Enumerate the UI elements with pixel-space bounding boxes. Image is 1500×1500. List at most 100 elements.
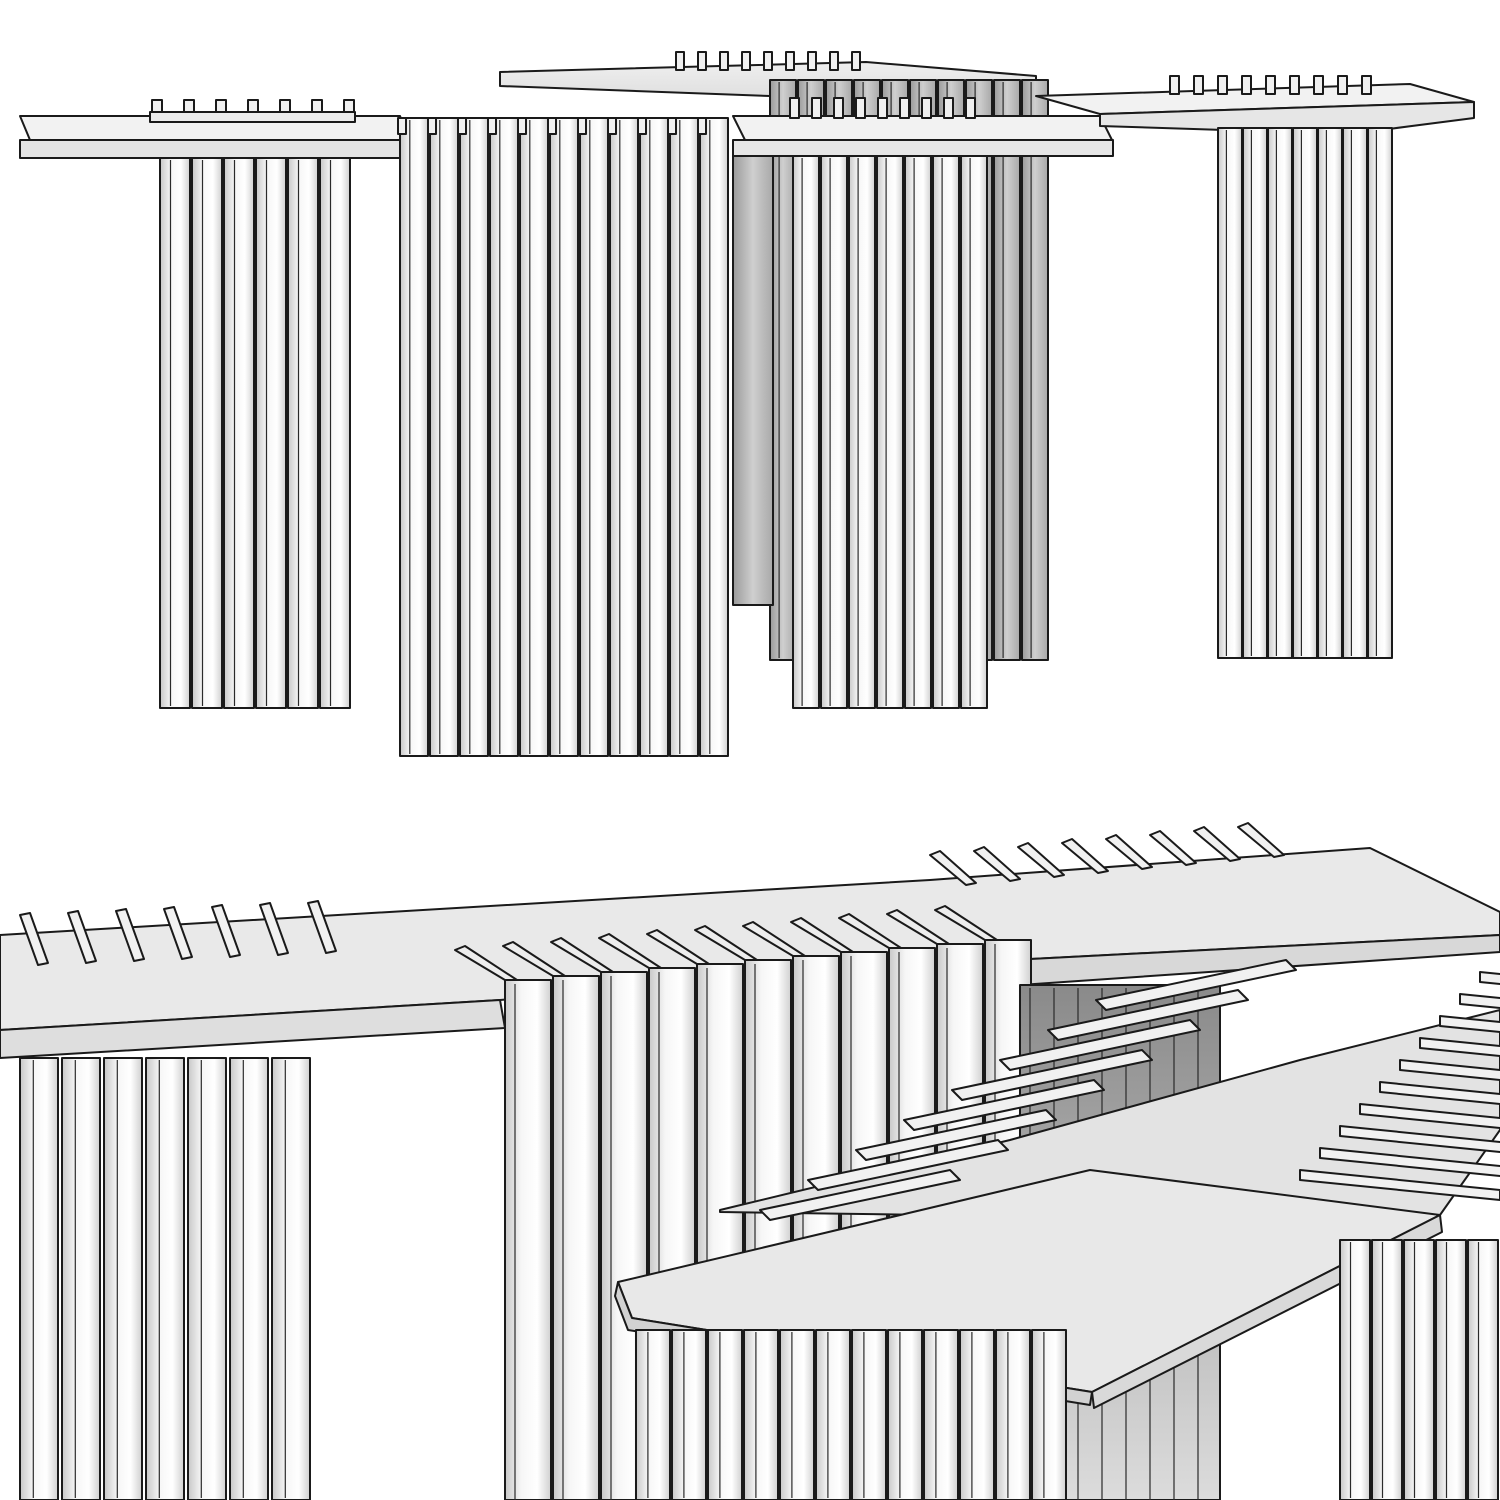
back-rib xyxy=(851,51,861,71)
mid-leg-slat xyxy=(904,155,932,709)
front-right-rib xyxy=(1339,1125,1500,1154)
close-up-leg-slat xyxy=(229,1057,269,1500)
panel-cap xyxy=(427,117,437,135)
front-right-leg-slat xyxy=(1339,1239,1371,1500)
left-table-leg xyxy=(159,157,351,709)
right-rib xyxy=(1241,75,1252,95)
close-up-left-ribs xyxy=(19,900,337,966)
front-rib xyxy=(855,1109,1057,1161)
panel-slat xyxy=(399,117,429,757)
panel-slat xyxy=(429,117,459,757)
close-up-leg-slat xyxy=(61,1057,101,1500)
front-leg-slat xyxy=(635,1329,671,1500)
front-leg-slat xyxy=(815,1329,851,1500)
mid-rib xyxy=(943,97,954,119)
front-right-leg-slat xyxy=(1403,1239,1435,1500)
front-leg-slat xyxy=(1031,1329,1067,1500)
center-slat-panel xyxy=(397,117,729,757)
mid-rib xyxy=(789,97,800,119)
back-rib xyxy=(719,51,729,71)
close-up-leg-slat xyxy=(19,1057,59,1500)
front-right-rib xyxy=(1319,1147,1500,1178)
close-up-rib xyxy=(1193,826,1241,862)
front-leg-slat xyxy=(779,1329,815,1500)
panel-slat xyxy=(459,117,489,757)
close-up-rib xyxy=(67,910,97,964)
close-up-rib xyxy=(929,850,977,886)
close-up-rib xyxy=(1237,822,1285,858)
front-right-rib xyxy=(1439,1015,1500,1034)
front-rib xyxy=(903,1079,1105,1131)
close-up-left-leg xyxy=(19,1057,311,1500)
back-rib xyxy=(675,51,685,71)
back-slat xyxy=(993,79,1021,661)
right-rib xyxy=(1289,75,1300,95)
close-up-leg-slat xyxy=(145,1057,185,1500)
right-rib xyxy=(1169,75,1180,95)
close-up-rib xyxy=(973,846,1021,882)
leg-slat xyxy=(191,157,223,709)
panel-cap xyxy=(637,117,647,135)
middle-table-top-ribs xyxy=(789,97,976,119)
mid-rib xyxy=(921,97,932,119)
panel-cap xyxy=(487,117,497,135)
panel-cap xyxy=(517,117,527,135)
right-leg-slat xyxy=(1317,127,1343,659)
middle-table-leg xyxy=(792,155,988,709)
front-leg-slat xyxy=(959,1329,995,1500)
back-rib xyxy=(763,51,773,71)
close-up-rib xyxy=(1149,830,1197,866)
panel-slat xyxy=(579,117,609,757)
front-rib xyxy=(807,1139,1009,1191)
mid-rib xyxy=(855,97,866,119)
panel-fold-slat xyxy=(504,979,552,1500)
mid-rib xyxy=(877,97,888,119)
back-rib xyxy=(697,51,707,71)
panel-cap xyxy=(397,117,407,135)
panel-cap xyxy=(667,117,677,135)
front-leg-slat xyxy=(743,1329,779,1500)
front-right-rib xyxy=(1479,971,1500,986)
close-up-rib xyxy=(163,906,193,960)
back-rib xyxy=(807,51,817,71)
panel-cap xyxy=(577,117,587,135)
panel-cap xyxy=(607,117,617,135)
panel-slat xyxy=(639,117,669,757)
right-leg-slat xyxy=(1342,127,1368,659)
left-table-top-ribs xyxy=(149,99,356,123)
mid-leg-slat xyxy=(960,155,988,709)
close-up-rib xyxy=(307,900,337,954)
panel-fold-slat xyxy=(552,975,600,1500)
panel-slat xyxy=(699,117,729,757)
mid-leg-slat xyxy=(792,155,820,709)
front-right-leg-slat xyxy=(1467,1239,1499,1500)
panel-slat xyxy=(489,117,519,757)
right-rib xyxy=(1361,75,1372,95)
front-table-leg xyxy=(635,1239,1499,1500)
panel-cap xyxy=(697,117,707,135)
front-rib xyxy=(759,1169,961,1221)
close-up-rib xyxy=(259,902,289,956)
top-view-group xyxy=(19,51,1475,757)
left-console-table xyxy=(19,99,411,709)
right-table-leg xyxy=(1217,127,1393,659)
close-up-view-group xyxy=(0,822,1500,1500)
right-rib xyxy=(1193,75,1204,95)
front-leg-slat xyxy=(887,1329,923,1500)
mid-rib xyxy=(833,97,844,119)
front-table-ribs xyxy=(759,959,1297,1221)
close-up-rib xyxy=(19,912,49,966)
front-right-ribs xyxy=(1299,971,1500,1201)
right-leg-slat xyxy=(1367,127,1393,659)
front-rib xyxy=(1047,989,1249,1041)
front-rib xyxy=(999,1019,1201,1071)
close-up-rib xyxy=(1061,838,1109,874)
close-up-right-ribs xyxy=(929,822,1285,886)
mid-rib xyxy=(811,97,822,119)
front-right-rib xyxy=(1359,1103,1500,1130)
close-up-leg-slat xyxy=(187,1057,227,1500)
leg-slat xyxy=(255,157,287,709)
close-up-rib xyxy=(211,904,241,958)
mid-rib xyxy=(965,97,976,119)
